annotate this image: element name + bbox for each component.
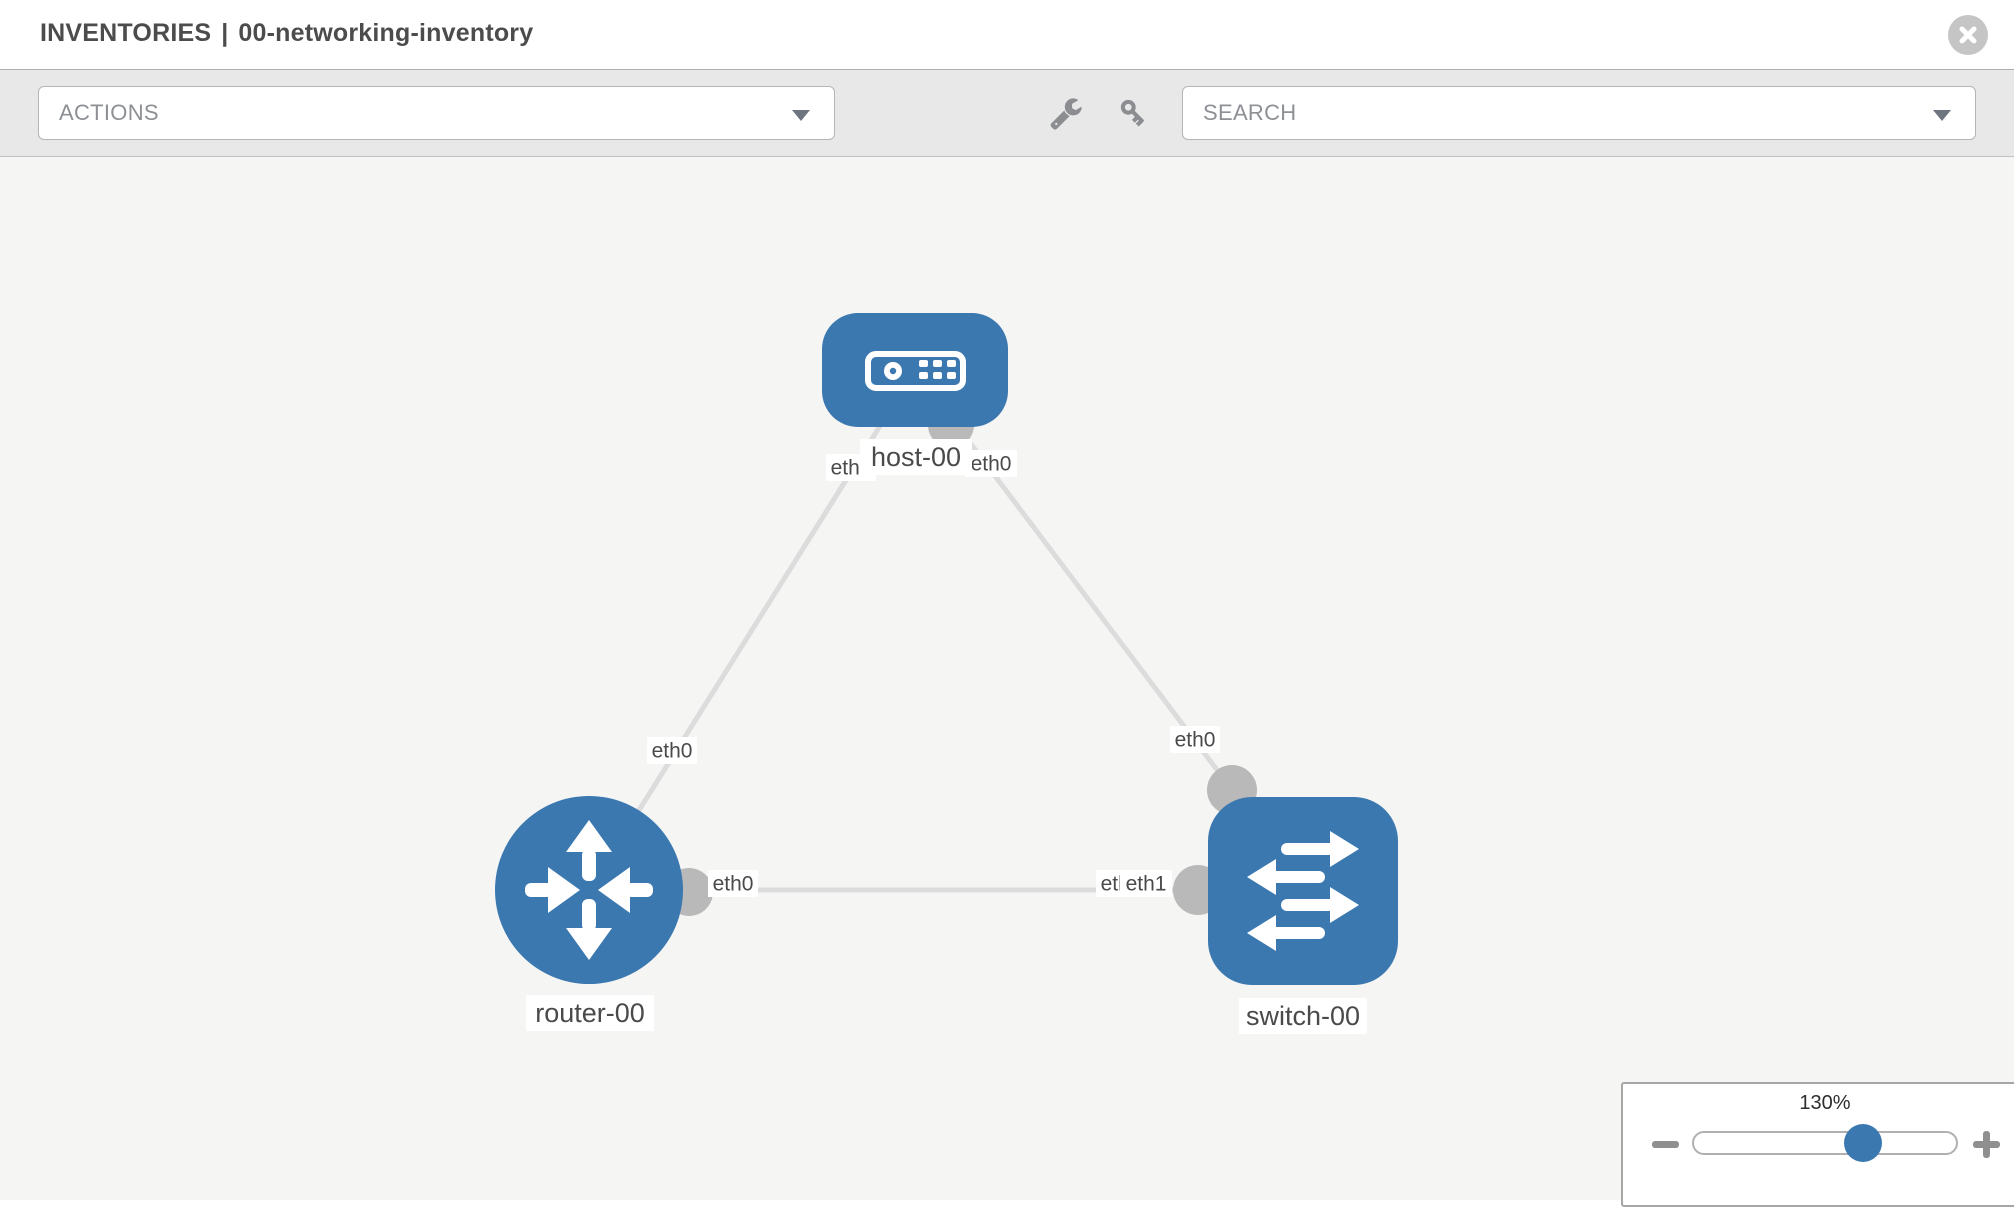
search-dropdown[interactable]: SEARCH	[1182, 86, 1976, 140]
page-title: INVENTORIES | 00-networking-inventory	[40, 19, 533, 48]
chevron-down-icon	[792, 110, 810, 121]
key-button[interactable]	[1114, 93, 1154, 133]
node-label-host-00: host-00	[860, 439, 972, 475]
server-icon	[865, 351, 966, 391]
key-icon	[1120, 99, 1145, 127]
node-labels: host-00 router-00 switch-00	[526, 439, 1367, 1034]
toolbar: ACTIONS SEARCH	[0, 70, 2014, 157]
zoom-panel: 130%	[1621, 1082, 2014, 1207]
chevron-down-icon	[1933, 110, 1951, 121]
actions-dropdown-label: ACTIONS	[59, 100, 159, 125]
zoom-slider-track[interactable]	[1692, 1131, 1958, 1155]
zoom-level-value: 130%	[1799, 1092, 1851, 1114]
interface-labels: eth0 eth0 eth0 eth0 eth0 eth0	[647, 450, 1220, 897]
actions-dropdown[interactable]: ACTIONS	[38, 86, 835, 140]
header-bar: INVENTORIES | 00-networking-inventory	[0, 0, 2014, 70]
if-label-switch-top: eth0	[1170, 726, 1220, 753]
svg-text:eth1: eth1	[1126, 873, 1167, 896]
node-router-00[interactable]	[495, 796, 683, 984]
if-label-host-right: eth0	[965, 450, 1017, 477]
search-dropdown-label: SEARCH	[1203, 100, 1297, 125]
node-label-switch-00: switch-00	[1239, 998, 1367, 1034]
svg-text:host-00: host-00	[871, 442, 961, 472]
svg-text:eth0: eth0	[652, 740, 693, 763]
wrench-icon	[1050, 98, 1082, 130]
if-label-router-eth0: eth0	[708, 870, 758, 897]
node-host-00[interactable]	[822, 313, 1008, 427]
svg-text:switch-00: switch-00	[1246, 1001, 1360, 1031]
if-label-router-top: eth0	[647, 737, 697, 764]
router-node-shape[interactable]	[495, 796, 683, 984]
page-title-separator: |	[221, 19, 229, 47]
svg-text:eth0: eth0	[1175, 729, 1216, 752]
wrench-button[interactable]	[1046, 93, 1086, 133]
svg-text:eth0: eth0	[971, 453, 1012, 476]
svg-text:eth0: eth0	[713, 873, 754, 896]
zoom-slider-thumb[interactable]	[1844, 1124, 1882, 1162]
interface-ports	[665, 402, 1257, 916]
host-node-shape[interactable]	[822, 313, 1008, 427]
page-title-section: INVENTORIES	[40, 19, 212, 47]
node-label-router-00: router-00	[526, 995, 654, 1031]
close-button[interactable]	[1948, 15, 1988, 55]
svg-text:router-00: router-00	[535, 998, 645, 1028]
if-label-switch-eth1: eth1	[1120, 870, 1172, 897]
switch-node-shape[interactable]	[1208, 797, 1398, 985]
zoom-in-icon[interactable]	[1983, 1131, 1990, 1158]
router-icon	[525, 820, 653, 960]
node-switch-00[interactable]	[1208, 797, 1398, 985]
topology-canvas[interactable]: eth0 eth0 eth0 eth0 eth0 eth0	[0, 157, 2014, 1200]
close-icon	[1959, 26, 1977, 44]
switch-icon	[1247, 831, 1359, 951]
zoom-out-icon[interactable]	[1652, 1141, 1679, 1148]
page-title-inventory-name: 00-networking-inventory	[238, 19, 534, 47]
